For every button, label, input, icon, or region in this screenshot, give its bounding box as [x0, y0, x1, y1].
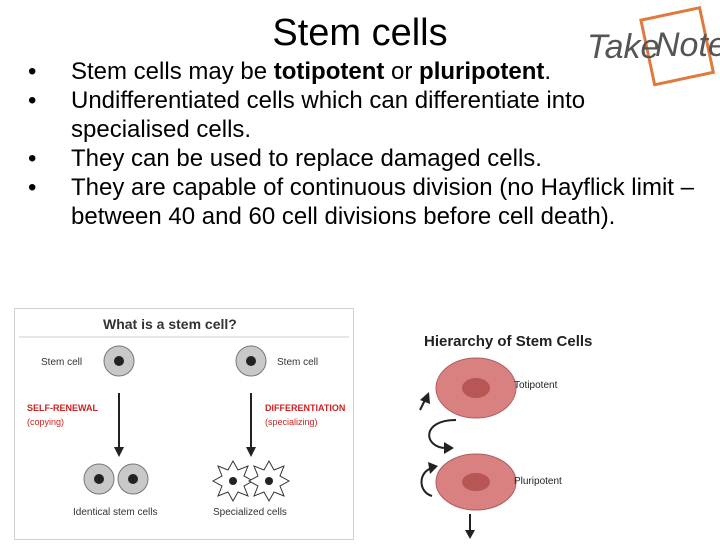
pluripotent-label: Pluripotent	[514, 476, 562, 487]
bullet-item: They are capable of continuous division …	[28, 173, 698, 231]
self-renewal-sub: (copying)	[27, 417, 64, 427]
slide-title: Stem cells	[272, 12, 448, 54]
differentiation-label: DIFFERENTIATION	[265, 403, 345, 413]
totipotent-label: Totipotent	[514, 380, 558, 391]
identical-cells-label: Identical stem cells	[73, 507, 157, 518]
differentiation-sub: (specializing)	[265, 417, 318, 427]
stem-cell-label: Stem cell	[277, 357, 318, 368]
bullet-item: Undifferentiated cells which can differe…	[28, 86, 698, 144]
figure-title: What is a stem cell?	[103, 316, 237, 332]
arrow-down-icon	[114, 447, 124, 457]
hierarchy-figure: Hierarchy of Stem Cells Totipotent Pluri…	[410, 320, 720, 540]
arrow-down-icon	[465, 530, 475, 539]
curved-arrow-icon	[444, 442, 454, 454]
specialized-cells-label: Specialized cells	[213, 507, 287, 518]
bullet-item: They can be used to replace damaged cell…	[28, 144, 698, 173]
stem-cell-label: Stem cell	[41, 357, 82, 368]
curved-arrow-icon	[428, 462, 438, 474]
arrow-down-icon	[246, 447, 256, 457]
bullet-item: Stem cells may be totipotent or pluripot…	[28, 57, 698, 86]
hierarchy-title: Hierarchy of Stem Cells	[424, 333, 592, 350]
bullet-list: Stem cells may be totipotent or pluripot…	[28, 57, 698, 231]
stem-cell-figure: What is a stem cell? Stem cell Stem cell…	[14, 308, 354, 540]
self-renewal-label: SELF-RENEWAL	[27, 403, 99, 413]
